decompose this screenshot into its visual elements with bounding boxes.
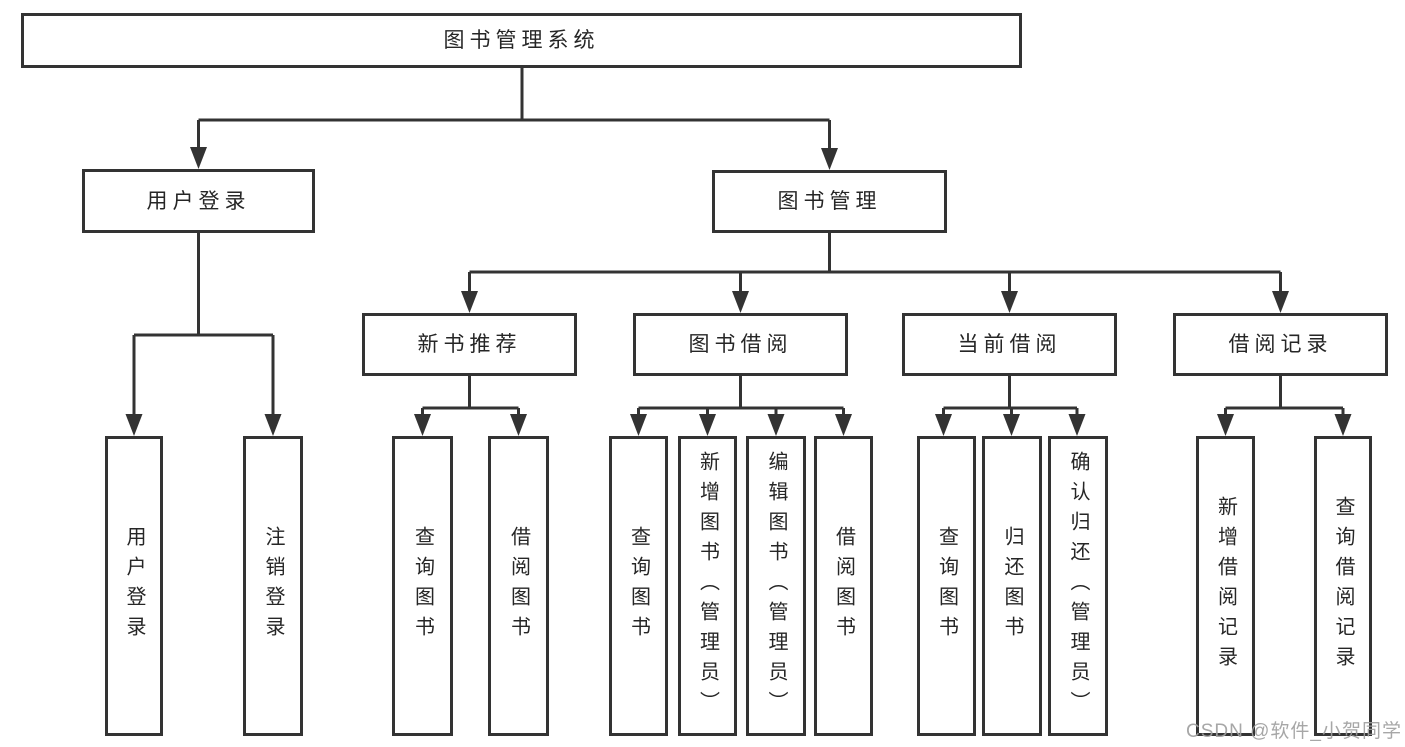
node-book-borrowing: 图书借阅 (633, 313, 848, 376)
leaf-query-borrow-record: 查询借阅记录 (1314, 436, 1372, 736)
leaf-query-books-recommend: 查询图书 (392, 436, 453, 736)
leaf-borrow-books: 借阅图书 (814, 436, 873, 736)
leaf-query-books-current: 查询图书 (917, 436, 976, 736)
leaf-add-borrow-record: 新增借阅记录 (1196, 436, 1255, 736)
leaf-logout: 注销登录 (243, 436, 303, 736)
leaf-return-books: 归还图书 (982, 436, 1042, 736)
node-user-login: 用户登录 (82, 169, 315, 233)
leaf-confirm-return-admin: 确认归还（管理员） (1048, 436, 1108, 736)
leaf-user-login: 用户登录 (105, 436, 163, 736)
leaf-add-books-admin: 新增图书（管理员） (678, 436, 737, 736)
leaf-edit-books-admin: 编辑图书（管理员） (746, 436, 806, 736)
node-library-management-system: 图书管理系统 (21, 13, 1022, 68)
node-borrowing-records: 借阅记录 (1173, 313, 1388, 376)
csdn-watermark: CSDN @软件_小贺同学 (1186, 721, 1402, 742)
leaf-query-books-borrow: 查询图书 (609, 436, 668, 736)
node-book-management: 图书管理 (712, 170, 947, 233)
node-current-borrowing: 当前借阅 (902, 313, 1117, 376)
leaf-borrow-books-recommend: 借阅图书 (488, 436, 549, 736)
node-new-book-recommendation: 新书推荐 (362, 313, 577, 376)
